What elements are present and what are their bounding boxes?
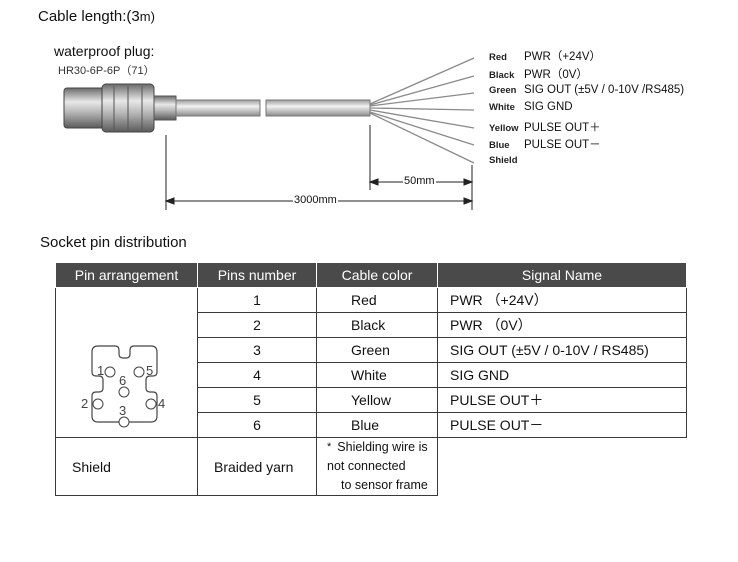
pin-arrangement-diagram: 1 2 3 4 5 6 [55, 287, 198, 438]
signal-name: PWR （0V） [437, 312, 687, 338]
table-row-shield: Shield Braided yarn *Shielding wire is n… [55, 437, 687, 496]
table-header-row: Pin arrangement Pins number Cable color … [55, 262, 687, 288]
table-row: 5 Yellow PULSE OUT＋ [56, 387, 687, 413]
pin-number: 5 [197, 387, 317, 413]
total-length-label: 3000mm [293, 194, 338, 206]
socket-title: Socket pin distribution [40, 234, 187, 251]
pin-label-6: 6 [119, 373, 127, 388]
signal-name: SIG GND [437, 362, 687, 388]
signal-name: PWR （+24V） [437, 287, 687, 313]
pin-label-3: 3 [119, 403, 127, 418]
table-row: 6 Blue PULSE OUT－ [56, 412, 687, 438]
cable-color: White [316, 362, 438, 388]
table-row: 1 2 3 4 5 6 1 Red PWR （+24V） [55, 287, 687, 438]
pin-number: 4 [197, 362, 317, 388]
socket-face-icon [91, 345, 158, 428]
title-unit: m) [139, 9, 155, 24]
pin-table: Pin arrangement Pins number Cable color … [55, 262, 687, 496]
cable-color: Yellow [316, 387, 438, 413]
page-title: Cable length:(3m) [38, 8, 155, 25]
wire-label-shield: Shield [489, 155, 518, 166]
pin-label-2: 2 [81, 396, 89, 411]
signal-name: PULSE OUT－ [437, 412, 687, 438]
note-line-2: to sensor frame [341, 478, 428, 492]
cable-color: Green [316, 337, 438, 363]
plug-label: waterproof plug: [54, 43, 155, 59]
waterproof-plug [63, 83, 177, 133]
dimension-lines [164, 125, 474, 210]
pin-number: 3 [197, 337, 317, 363]
signal-name: SIG OUT (±5V / 0-10V / RS485) [437, 337, 687, 363]
cable-jacket [175, 99, 371, 117]
pin-label-4: 4 [158, 396, 166, 411]
shield-note: *Shielding wire is not connected to senso… [316, 437, 438, 496]
pin-number: 2 [197, 312, 317, 338]
strip-length-label: 50mm [403, 175, 436, 187]
header-pins-number: Pins number [197, 262, 317, 288]
cable-drawing [63, 57, 475, 210]
note-marker: * [327, 441, 332, 453]
header-cable-color: Cable color [316, 262, 438, 288]
shield-color: Braided yarn [197, 437, 317, 496]
title-value: (3 [126, 8, 140, 25]
cable-color: Blue [316, 412, 438, 438]
cable-color: Black [316, 312, 438, 338]
pin-number: 1 [197, 287, 317, 313]
header-signal-name: Signal Name [437, 262, 687, 288]
pin-number: 6 [197, 412, 317, 438]
pin-label-1: 1 [97, 363, 105, 378]
header-pin-arrangement: Pin arrangement [55, 262, 198, 288]
pin-label-5: 5 [146, 363, 154, 378]
plug-model: HR30-6P-6P（71） [58, 65, 155, 77]
cable-color: Red [316, 287, 438, 313]
shield-pin: Shield [55, 437, 198, 496]
note-line-1: Shielding wire is not connected [327, 440, 428, 473]
wire-fan [369, 57, 475, 164]
signal-name: PULSE OUT＋ [437, 387, 687, 413]
title-prefix: Cable length: [38, 8, 127, 25]
